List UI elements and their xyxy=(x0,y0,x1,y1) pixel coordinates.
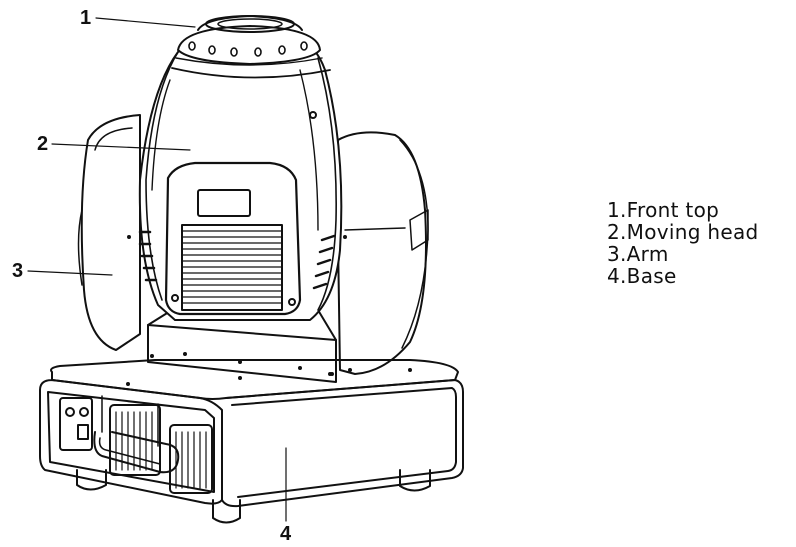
carry-handle xyxy=(93,431,180,474)
base-front-inner xyxy=(231,387,457,498)
base-front-face xyxy=(221,379,464,508)
connector-panel xyxy=(59,397,93,451)
leader-2 xyxy=(51,143,191,151)
legend-item-front-top: 1.Front top xyxy=(607,198,720,222)
connector-socket-a xyxy=(65,407,75,417)
fan-grille-right xyxy=(169,424,213,494)
front-top xyxy=(177,15,321,65)
power-switch xyxy=(77,424,89,440)
callout-4: 4 xyxy=(280,523,292,545)
callout-2: 2 xyxy=(37,133,49,155)
legend-item-arm: 3.Arm xyxy=(607,242,669,266)
legend-item-moving-head: 2.Moving head xyxy=(607,220,759,244)
base-left-inner xyxy=(47,391,215,493)
base-left-face xyxy=(39,379,223,505)
arm-right xyxy=(337,131,429,375)
leader-lines xyxy=(27,17,287,522)
moving-head xyxy=(138,41,343,321)
foot-front xyxy=(212,499,241,524)
leader-3 xyxy=(27,270,113,276)
base-screws xyxy=(126,368,412,386)
base xyxy=(39,359,464,524)
base-top xyxy=(50,359,459,400)
legend-item-base: 4.Base xyxy=(607,264,677,288)
callout-1: 1 xyxy=(80,7,92,29)
parts-legend: 1.Front top 2.Moving head 3.Arm 4.Base xyxy=(607,199,759,287)
fan-grille-left-slats xyxy=(115,411,153,471)
fan-grille-left xyxy=(109,404,161,476)
connector-socket-b xyxy=(79,407,89,417)
foot-right xyxy=(399,469,431,492)
leader-1 xyxy=(95,17,196,28)
fan-grille-right-slats xyxy=(175,431,207,489)
foot-left xyxy=(76,469,107,491)
callout-3: 3 xyxy=(12,260,24,282)
arm-left xyxy=(77,114,141,351)
